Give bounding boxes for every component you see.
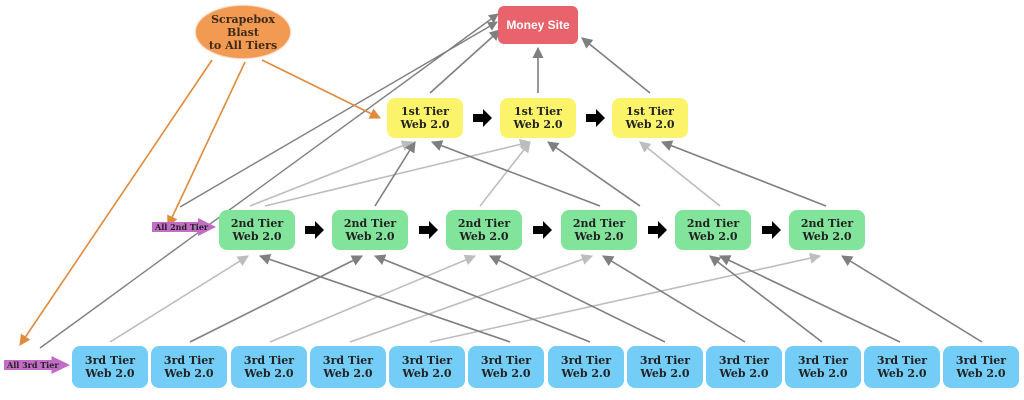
edge-tier3-to-tier2-6 (258, 253, 511, 343)
edge-blast-to-tier2 (167, 61, 246, 228)
edge-blast-to-tier1 (261, 59, 382, 119)
tier3-node-11: 3rd Tier Web 2.0 (864, 346, 940, 388)
tier1-node-1: 1st Tier Web 2.0 (387, 98, 463, 138)
tier1-node-2: 1st Tier Web 2.0 (500, 98, 576, 138)
all-3rd-tier-tag: All 3rd Tier (4, 356, 70, 374)
edge-tier2-to-tier1-3 (374, 141, 416, 207)
tier3-node-7: 3rd Tier Web 2.0 (548, 346, 624, 388)
tier2-node-2: 2nd Tier Web 2.0 (332, 210, 408, 250)
all-2nd-tier-tag: All 2nd Tier (152, 218, 216, 236)
edge-tier3-to-tier2-9 (602, 255, 746, 343)
edge-tier3-to-tier2-3 (269, 254, 477, 343)
tier2-node-1: 2nd Tier Web 2.0 (219, 210, 295, 250)
tier3-node-1: 3rd Tier Web 2.0 (72, 346, 148, 388)
tier2-node-5: 2nd Tier Web 2.0 (675, 210, 751, 250)
edge-group (19, 13, 983, 349)
tier2-node-6: 2nd Tier Web 2.0 (789, 210, 865, 250)
scrapebox-blast-node: Scrapebox Blast to All Tiers (196, 6, 290, 58)
tier3-node-8: 3rd Tier Web 2.0 (627, 346, 703, 388)
edge-tier3-to-tier2-7 (373, 254, 591, 343)
chevron-tier1-1 (473, 109, 492, 127)
tier3-node-10: 3rd Tier Web 2.0 (785, 346, 861, 388)
edge-tier2-to-tier1-2 (264, 138, 532, 207)
edge-tier3-to-tier2-5 (429, 252, 822, 343)
tier3-node-9: 3rd Tier Web 2.0 (706, 346, 782, 388)
tier2-node-4: 2nd Tier Web 2.0 (561, 210, 637, 250)
tier3-node-2: 3rd Tier Web 2.0 (151, 346, 227, 388)
edge-tier1-1-to-money (429, 29, 501, 94)
edge-tier3-to-tier2-2 (189, 255, 364, 343)
edge-tier2-to-tier1-8 (660, 140, 827, 207)
edge-blast-to-tier3 (19, 59, 213, 346)
chevron-tier2-1 (305, 221, 324, 239)
edge-all3rd-to-money (39, 13, 499, 349)
edge-tier3-to-tier2-1 (109, 255, 249, 343)
tier3-node-6: 3rd Tier Web 2.0 (468, 346, 544, 388)
chevron-tier2-4 (648, 221, 667, 239)
edge-tier2-to-tier1-5 (430, 140, 601, 207)
tier2-node-3: 2nd Tier Web 2.0 (446, 210, 522, 250)
money-site-node: Money Site (498, 6, 578, 44)
edge-tier2-to-tier1-1 (249, 140, 414, 207)
chevron-tier2-2 (419, 221, 438, 239)
edge-tier3-to-tier2-10 (709, 255, 823, 343)
edge-tier3-to-tier2-8 (488, 255, 666, 343)
edge-tier3-to-tier2-11 (718, 255, 901, 343)
tier3-node-12: 3rd Tier Web 2.0 (943, 346, 1019, 388)
chevron-tier2-5 (762, 221, 781, 239)
chevron-tier2-3 (533, 221, 552, 239)
edge-tier3-to-tier2-12 (841, 255, 983, 343)
edge-tier2-to-tier1-6 (547, 141, 641, 207)
tier3-node-4: 3rd Tier Web 2.0 (310, 346, 386, 388)
edge-tier3-to-tier2-4 (349, 254, 594, 343)
edge-tier1-3-to-money (581, 37, 651, 94)
edge-tier2-to-tier1-4 (479, 141, 531, 207)
tier1-node-3: 1st Tier Web 2.0 (612, 98, 688, 138)
tier3-node-3: 3rd Tier Web 2.0 (231, 346, 307, 388)
chevron-tier1-2 (586, 109, 605, 127)
tier3-node-5: 3rd Tier Web 2.0 (389, 346, 465, 388)
chevron-group (305, 109, 781, 239)
edge-tier2-to-tier1-7 (639, 141, 721, 207)
